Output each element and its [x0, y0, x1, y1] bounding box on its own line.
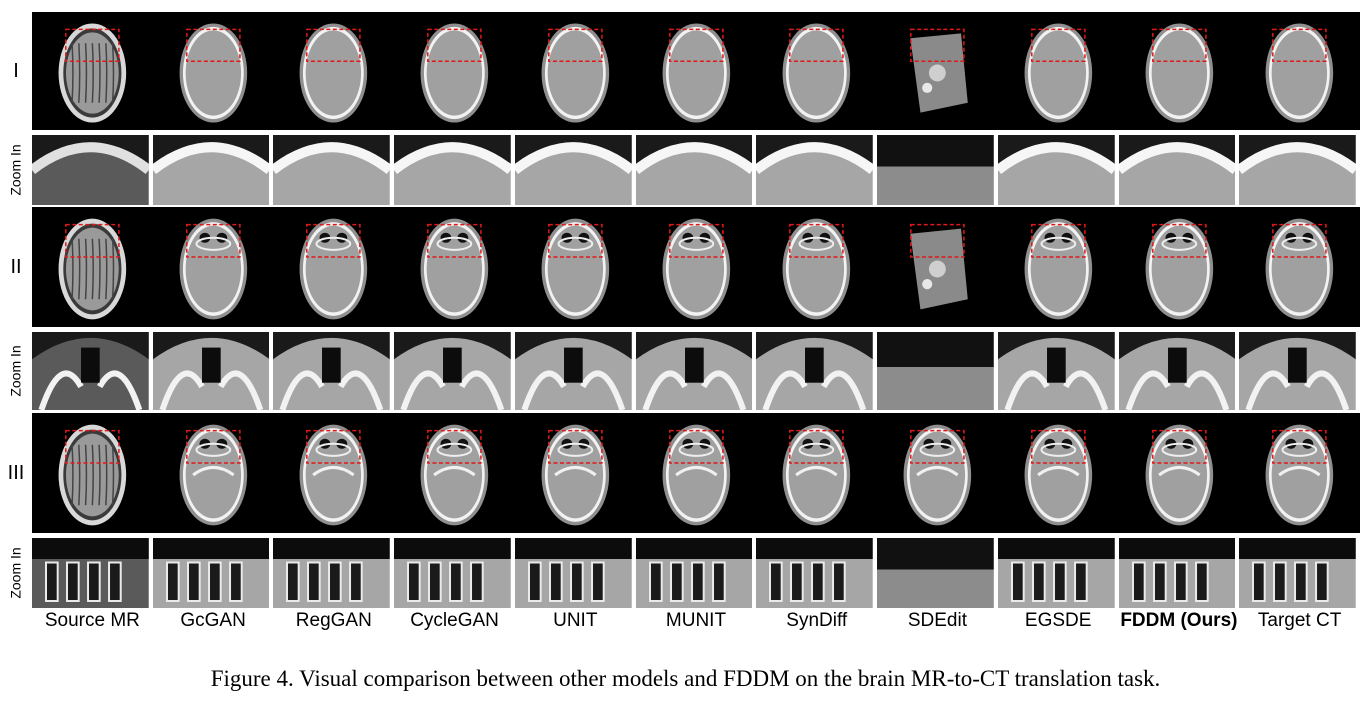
slice-tile-egsde — [998, 12, 1119, 130]
slice-tile-target-ct — [1239, 207, 1360, 327]
zoom-tile-source-mr — [32, 135, 149, 205]
zoom-tile-cyclegan — [394, 135, 511, 205]
zoom-tile-fddm-ours — [1118, 332, 1236, 410]
slice-tile-syndiff — [756, 413, 877, 533]
slice-tile-fddm-ours — [1119, 12, 1240, 130]
row-label-text: II — [10, 255, 22, 278]
zoom-strip — [32, 135, 1360, 205]
zoom-tile-syndiff — [756, 538, 874, 608]
zoom-tile-cyclegan — [394, 538, 511, 608]
slice-tile-unit — [515, 12, 636, 130]
row-label-zoom-in: Zoom In — [0, 538, 32, 608]
slice-tile-cyclegan — [394, 12, 515, 130]
column-label: Target CT — [1257, 610, 1342, 631]
zoom-tile-fddm-ours — [1118, 135, 1236, 205]
zoom-tile-target-ct — [1239, 135, 1356, 205]
zoom-tile-source-mr — [32, 332, 149, 410]
zoom-strip — [32, 332, 1360, 410]
column-label: SynDiff — [786, 610, 848, 631]
figure-caption: Figure 4. Visual comparison between othe… — [210, 666, 1161, 691]
slice-tile-source-mr — [32, 413, 153, 533]
slice-tile-gcgan — [153, 12, 274, 130]
zoom-tile-target-ct — [1239, 538, 1356, 608]
slice-tile-reggan — [273, 207, 394, 327]
row-label-ii: II — [0, 207, 32, 327]
zoom-tile-fddm-ours — [1118, 538, 1236, 608]
zoom-tile-sdedit — [877, 332, 994, 410]
row-label-text: Zoom In — [8, 144, 25, 196]
zoom-tile-munit — [635, 332, 753, 410]
slice-tile-syndiff — [756, 207, 877, 327]
zoom-tile-gcgan — [152, 538, 270, 608]
zoom-tile-egsde — [997, 135, 1115, 205]
slice-tile-sdedit — [877, 413, 998, 533]
slice-tile-egsde — [998, 413, 1119, 533]
zoom-tile-reggan — [273, 538, 391, 608]
row-label-iii: III — [0, 413, 32, 533]
zoom-tile-syndiff — [756, 332, 874, 410]
zoom-tile-target-ct — [1239, 332, 1356, 410]
column-label: MUNIT — [665, 610, 727, 631]
slice-tile-munit — [636, 12, 757, 130]
slice-tile-source-mr — [32, 12, 153, 130]
column-label: Source MR — [44, 610, 140, 631]
zoom-tile-source-mr — [32, 538, 149, 608]
slice-tile-target-ct — [1239, 12, 1360, 130]
slice-tile-gcgan — [153, 413, 274, 533]
slice-tile-sdedit — [877, 207, 998, 327]
zoom-tile-reggan — [273, 135, 391, 205]
column-label: CycleGAN — [410, 610, 499, 631]
row-label-zoom-in: Zoom In — [0, 135, 32, 205]
zoom-tile-gcgan — [152, 135, 270, 205]
slice-tile-reggan — [273, 12, 394, 130]
column-label: GcGAN — [180, 610, 246, 631]
row-label-text: I — [13, 59, 19, 82]
slice-strip — [32, 207, 1360, 327]
zoom-tile-sdedit — [877, 135, 994, 205]
column-label: SDEdit — [907, 610, 967, 631]
slice-tile-cyclegan — [394, 207, 515, 327]
slice-tile-fddm-ours — [1119, 413, 1240, 533]
column-label: UNIT — [553, 610, 598, 631]
row-label-text: Zoom In — [8, 547, 25, 599]
slice-tile-gcgan — [153, 207, 274, 327]
zoom-tile-syndiff — [756, 135, 874, 205]
zoom-tile-reggan — [273, 332, 391, 410]
row-label-i: I — [0, 12, 32, 130]
slice-tile-cyclegan — [394, 413, 515, 533]
zoom-tile-egsde — [997, 332, 1115, 410]
zoom-tile-unit — [514, 538, 632, 608]
slice-tile-source-mr — [32, 207, 153, 327]
slice-strip — [32, 12, 1360, 130]
slice-tile-unit — [515, 413, 636, 533]
column-label: EGSDE — [1024, 610, 1092, 631]
column-label: FDDM (Ours) — [1120, 610, 1238, 631]
slice-tile-sdedit — [877, 12, 998, 130]
slice-tile-fddm-ours — [1119, 207, 1240, 327]
column-label: RegGAN — [295, 610, 372, 631]
slice-tile-unit — [515, 207, 636, 327]
zoom-tile-unit — [514, 332, 632, 410]
slice-tile-munit — [636, 207, 757, 327]
slice-tile-munit — [636, 413, 757, 533]
row-label-text: III — [7, 461, 25, 484]
slice-tile-target-ct — [1239, 413, 1360, 533]
zoom-tile-egsde — [997, 538, 1115, 608]
row-label-zoom-in: Zoom In — [0, 332, 32, 410]
zoom-tile-sdedit — [877, 538, 994, 608]
slice-strip — [32, 413, 1360, 533]
zoom-tile-munit — [635, 538, 753, 608]
slice-tile-syndiff — [756, 12, 877, 130]
zoom-tile-gcgan — [152, 332, 270, 410]
zoom-strip — [32, 538, 1360, 608]
row-label-text: Zoom In — [8, 345, 25, 397]
zoom-tile-cyclegan — [394, 332, 511, 410]
zoom-tile-munit — [635, 135, 753, 205]
slice-tile-egsde — [998, 207, 1119, 327]
slice-tile-reggan — [273, 413, 394, 533]
zoom-tile-unit — [514, 135, 632, 205]
